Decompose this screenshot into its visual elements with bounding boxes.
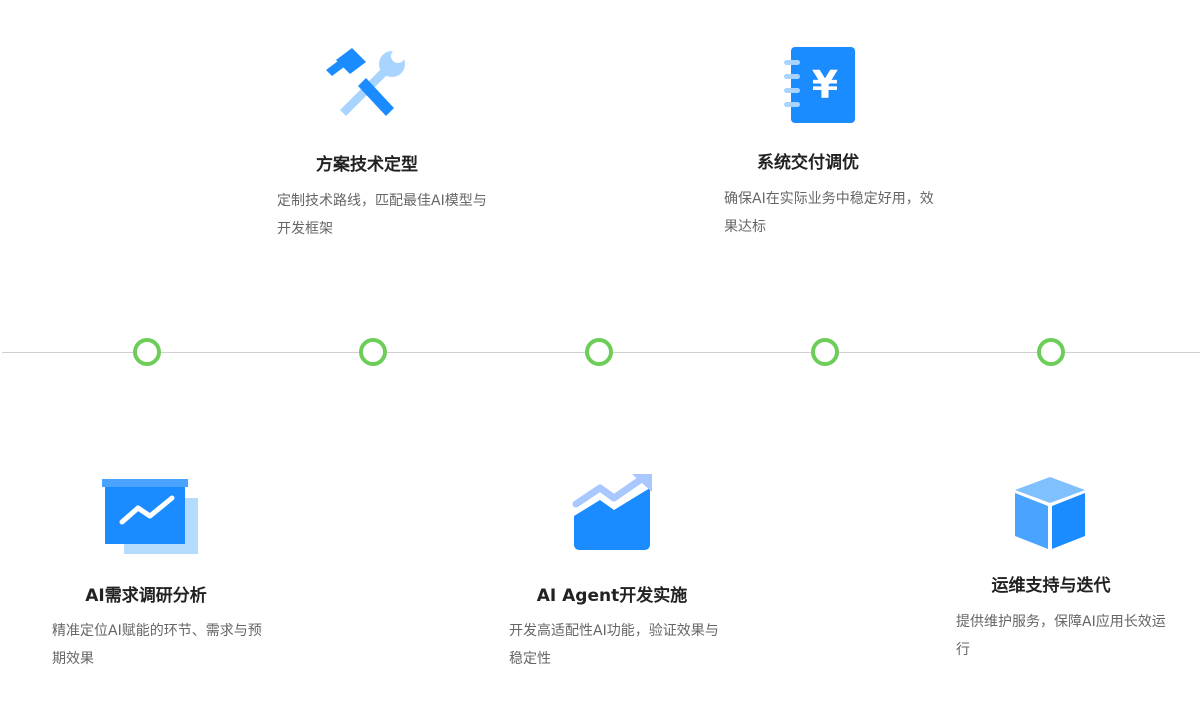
step-title: 运维支持与迭代 (991, 576, 1111, 596)
area-chart-trend-icon (572, 474, 652, 550)
step-title: AI需求调研分析 (85, 586, 207, 606)
timeline-node-2[interactable] (359, 338, 387, 366)
step-desc: 确保AI在实际业务中稳定好用，效果达标 (724, 191, 934, 235)
step-desc: 精准定位AI赋能的环节、需求与预期效果 (52, 623, 262, 667)
timeline-node-4[interactable] (811, 338, 839, 366)
timeline-node-1[interactable] (133, 338, 161, 366)
svg-text:¥: ¥ (812, 63, 838, 107)
cube-icon (1015, 477, 1085, 549)
timeline-node-5[interactable] (1037, 338, 1065, 366)
step-desc: 提供维护服务，保障AI应用长效运行 (956, 614, 1166, 658)
step-desc: 开发高适配性AI功能，验证效果与稳定性 (509, 623, 719, 667)
step-desc: 定制技术路线，匹配最佳AI模型与开发框架 (277, 193, 487, 237)
wrench-hammer-icon (326, 48, 405, 116)
timeline-node-3[interactable] (585, 338, 613, 366)
presentation-chart-icon (102, 479, 198, 554)
step-title: AI Agent开发实施 (536, 586, 688, 606)
step-title: 方案技术定型 (316, 155, 418, 175)
step-title: 系统交付调优 (757, 153, 859, 173)
yen-notebook-icon: ¥ (784, 47, 855, 123)
